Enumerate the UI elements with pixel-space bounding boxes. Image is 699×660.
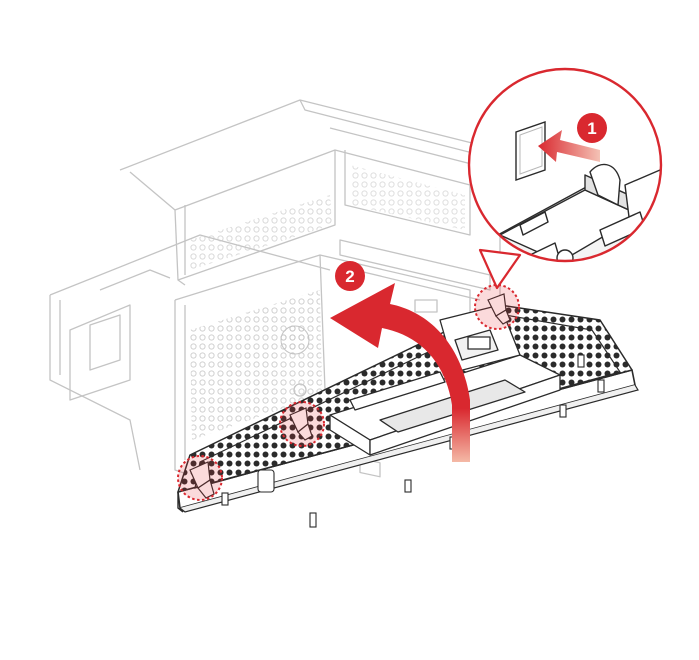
step-number-2: 2 — [345, 267, 354, 286]
release-button — [515, 121, 546, 181]
clip-marker-left — [177, 455, 223, 501]
rotate-arrow-step-2 — [330, 283, 470, 462]
step-badge-2: 2 — [335, 261, 365, 291]
clip-markers — [177, 284, 520, 501]
front-bezel — [177, 293, 639, 528]
clip-marker-middle — [279, 401, 325, 447]
chassis-vents — [190, 165, 465, 440]
detail-callout — [467, 67, 663, 290]
step-badge-1: 1 — [577, 113, 607, 143]
push-arrow-step-1 — [538, 130, 600, 162]
clip-marker-right — [474, 284, 520, 330]
step-number-1: 1 — [587, 119, 596, 138]
